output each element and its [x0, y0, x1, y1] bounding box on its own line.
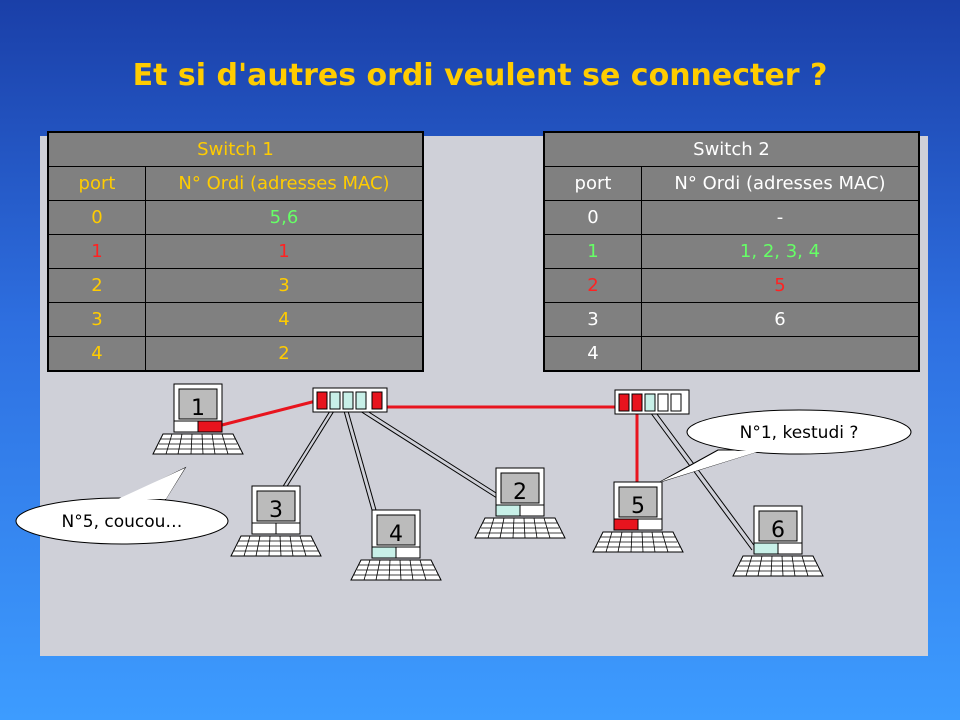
computer-label: 3	[269, 498, 283, 523]
speech-bubble-left-text: N°5, coucou…	[62, 512, 183, 532]
mac-cell: 5	[641, 268, 920, 303]
switch2-title: Switch 2	[543, 131, 920, 167]
switch2-device	[614, 389, 690, 415]
computer-1: 1	[152, 383, 244, 455]
computer-6: 6	[732, 505, 824, 577]
speech-bubble-right: N°1, kestudi ?	[659, 409, 912, 483]
mac-cell: 5,6	[145, 200, 424, 235]
computer-label: 4	[389, 522, 403, 547]
mac-cell: 4	[145, 302, 424, 337]
computer-5: 5	[592, 481, 684, 553]
switch1-col-mac: N° Ordi (adresses MAC)	[145, 166, 424, 201]
switch1-device	[312, 387, 388, 413]
computer-2: 2	[474, 467, 566, 539]
computer-3: 3	[230, 485, 322, 557]
computer-label: 2	[513, 480, 527, 505]
computer-label: 6	[771, 518, 785, 543]
table-row: 4	[543, 336, 920, 372]
speech-bubble-left: N°5, coucou…	[15, 466, 229, 545]
switch1-col-port: port	[47, 166, 146, 201]
mac-cell: 6	[641, 302, 920, 337]
port-cell: 4	[47, 336, 146, 372]
switch2-table: Switch 2 port N° Ordi (adresses MAC) 0- …	[543, 131, 920, 372]
computer-label: 1	[191, 396, 205, 421]
mac-cell	[641, 336, 920, 372]
cables	[281, 408, 757, 551]
port-cell: 1	[47, 234, 146, 269]
port-cell: 3	[543, 302, 642, 337]
red-cables	[221, 399, 639, 485]
port-cell: 3	[47, 302, 146, 337]
page-title: Et si d'autres ordi veulent se connecter…	[132, 58, 828, 93]
computer-4: 4	[350, 509, 442, 581]
speech-bubble-right-text: N°1, kestudi ?	[740, 423, 859, 443]
port-cell: 0	[543, 200, 642, 235]
table-row: 0-	[543, 200, 920, 235]
mac-cell: 2	[145, 336, 424, 372]
mac-cell: 1	[145, 234, 424, 269]
computer-label: 5	[631, 494, 645, 519]
